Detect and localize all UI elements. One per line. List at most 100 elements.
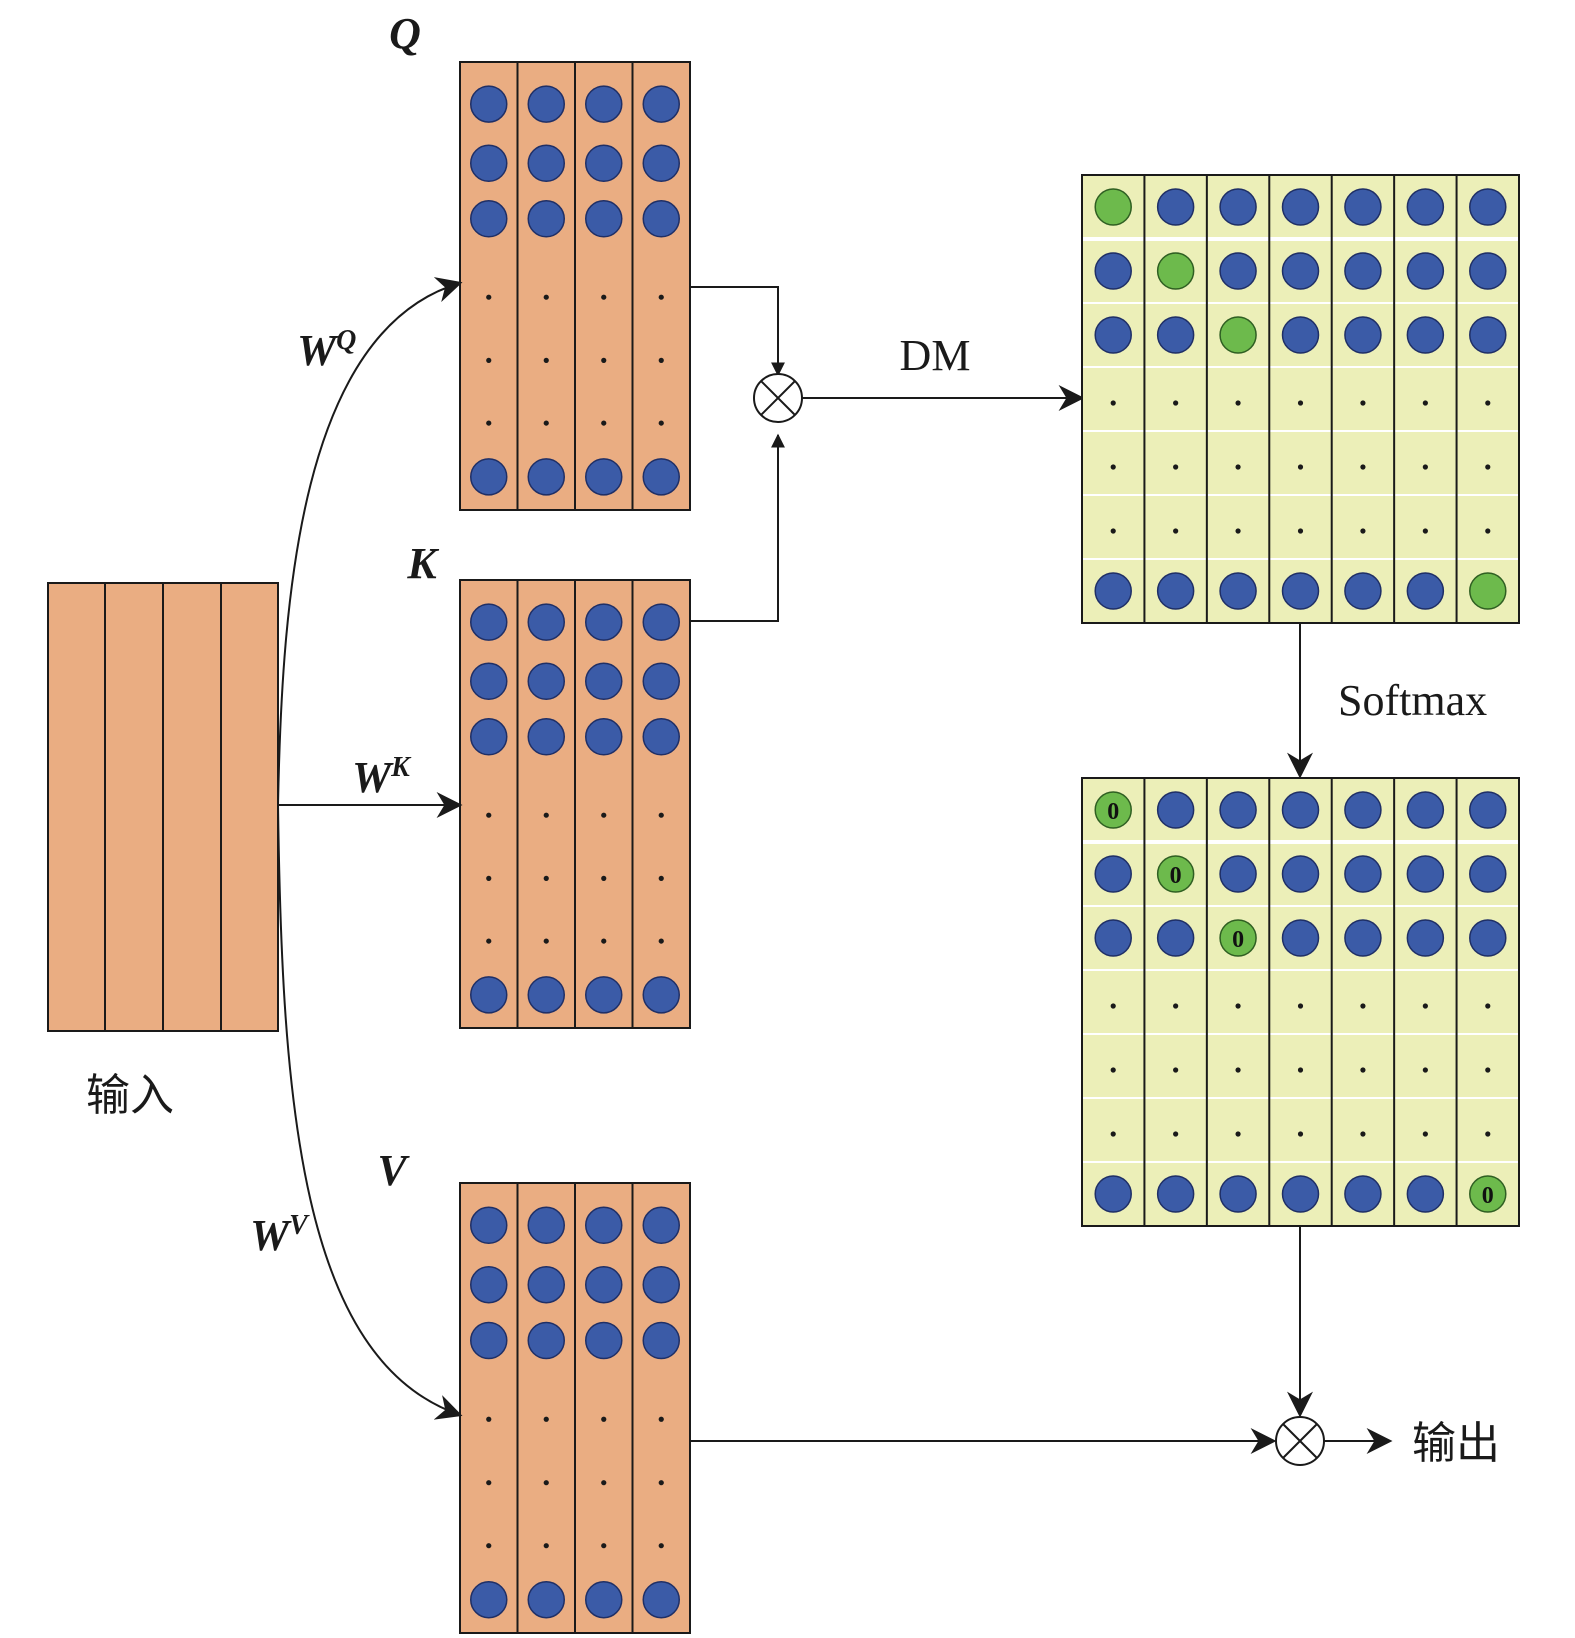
v-ellipsis-dot (601, 1480, 607, 1486)
softmax-masked-zero: 0 (1482, 1183, 1494, 1209)
q-element (642, 200, 680, 238)
v-element (642, 1321, 680, 1360)
score-diagonal-element (1156, 252, 1195, 290)
score-element (1219, 572, 1257, 610)
softmax-element (1094, 919, 1132, 957)
softmax-element (1219, 1175, 1257, 1213)
v-element (585, 1321, 623, 1360)
q-element (470, 144, 508, 182)
softmax-ellipsis-dot (1173, 1067, 1179, 1073)
input-label: 输入 (86, 1070, 174, 1121)
v-ellipsis-dot (543, 1543, 549, 1549)
softmax-element (1281, 1175, 1320, 1213)
score-element (1406, 188, 1445, 226)
score-element (1406, 252, 1445, 290)
softmax-ellipsis-dot (1485, 1067, 1491, 1073)
score-element (1344, 572, 1382, 610)
score-element (1219, 188, 1257, 226)
v-element (527, 1265, 565, 1304)
score-ellipsis-dot (1422, 464, 1428, 470)
q-element (642, 85, 680, 123)
k-ellipsis-dot (601, 938, 607, 944)
softmax-diagonal-element (1156, 855, 1195, 893)
score-element (1469, 252, 1507, 290)
score-ellipsis-dot (1235, 400, 1241, 406)
wv-label-base: W (250, 1211, 292, 1260)
q-ellipsis-dot (601, 420, 607, 426)
k-element (470, 718, 508, 756)
k-to-multiply-line (690, 433, 785, 622)
softmax-element (1281, 919, 1320, 957)
v-ellipsis-dot (486, 1480, 492, 1486)
score-ellipsis-dot (1173, 400, 1179, 406)
softmax-ellipsis-dot (1422, 1003, 1428, 1009)
score-element (1281, 316, 1320, 354)
q-element (585, 200, 623, 238)
q-ellipsis-dot (486, 357, 492, 363)
softmax-element (1406, 855, 1445, 893)
wq-label-sup: Q (336, 325, 356, 356)
q-to-multiply-line (690, 286, 785, 377)
k-element (642, 976, 680, 1014)
softmax-ellipsis-dot (1297, 1003, 1304, 1009)
softmax-element (1406, 791, 1445, 829)
k-ellipsis-dot (486, 938, 492, 944)
k-element (527, 603, 565, 641)
q-ellipsis-dot (486, 420, 492, 426)
k-element (470, 603, 508, 641)
k-ellipsis-dot (486, 875, 492, 881)
score-ellipsis-dot (1485, 464, 1491, 470)
score-diagonal-element (1094, 188, 1132, 226)
softmax-element (1469, 791, 1507, 829)
input-matrix (47, 582, 279, 1032)
softmax-ellipsis-dot (1235, 1067, 1241, 1073)
score-element (1094, 252, 1132, 290)
v-element (470, 1265, 508, 1304)
score-element (1094, 572, 1132, 610)
wv-label: WV (250, 1210, 310, 1260)
k-matrix (459, 579, 691, 1029)
v-ellipsis-dot (601, 1416, 607, 1422)
k-ellipsis-dot (658, 812, 664, 818)
q-ellipsis-dot (601, 294, 607, 300)
q-element (585, 144, 623, 182)
v-matrix (459, 1182, 691, 1634)
softmax-element (1344, 1175, 1382, 1213)
score-ellipsis-dot (1360, 400, 1366, 406)
softmax-element (1156, 791, 1195, 829)
v-element (642, 1265, 680, 1304)
multiply-node-qk (753, 373, 803, 423)
score-ellipsis-dot (1110, 528, 1116, 534)
score-ellipsis-dot (1297, 464, 1304, 470)
k-element (527, 662, 565, 700)
softmax-ellipsis-dot (1485, 1131, 1491, 1137)
softmax-element (1156, 1175, 1195, 1213)
score-element (1094, 316, 1132, 354)
q-element (470, 85, 508, 123)
v-ellipsis-dot (658, 1543, 664, 1549)
score-ellipsis-dot (1485, 400, 1491, 406)
score-element (1219, 252, 1257, 290)
wv-arrow (277, 804, 463, 1420)
softmax-ellipsis-dot (1110, 1067, 1116, 1073)
k-ellipsis-dot (658, 938, 664, 944)
k-ellipsis-dot (658, 875, 664, 881)
softmax-element (1156, 919, 1195, 957)
q-label: Q (389, 9, 421, 58)
softmax-ellipsis-dot (1422, 1067, 1428, 1073)
wk-label-base: W (352, 753, 394, 802)
score-element (1156, 572, 1195, 610)
softmax-element (1469, 855, 1507, 893)
v-element (527, 1580, 565, 1619)
softmax-element (1094, 855, 1132, 893)
k-element (470, 976, 508, 1014)
wk-label-sup: K (390, 752, 412, 783)
wq-label-base: W (297, 326, 339, 375)
score-ellipsis-dot (1235, 528, 1241, 534)
v-ellipsis-dot (543, 1416, 549, 1422)
softmax-element (1281, 791, 1320, 829)
softmax-element (1344, 791, 1382, 829)
softmax-masked-zero: 0 (1232, 927, 1244, 953)
score-element (1469, 188, 1507, 226)
